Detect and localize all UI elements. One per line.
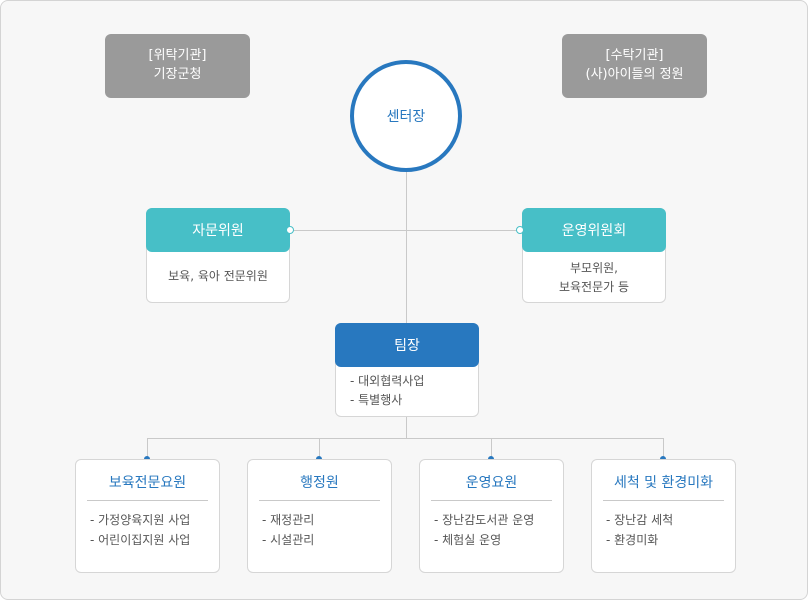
department-item: - 시설관리	[262, 533, 315, 547]
department-title: 세척 및 환경미화	[613, 475, 714, 491]
department-card-cleaning: 세척 및 환경미화 - 장난감 세척 - 환경미화	[591, 459, 736, 573]
department-card-operations: 운영요원 - 장난감도서관 운영 - 체험실 운영	[419, 459, 564, 573]
connector-dept-2	[319, 438, 320, 460]
team-leader-item: - 대외협력사업	[350, 374, 425, 388]
team-leader-header: 팀장	[335, 323, 479, 367]
department-item: - 가정양육지원 사업	[90, 513, 191, 527]
operating-connector-dot	[516, 226, 524, 234]
connector-main-vertical	[406, 170, 407, 438]
team-leader-title: 팀장	[394, 338, 420, 354]
department-item: - 장난감 세척	[606, 513, 674, 527]
advisory-body-line: 보육, 육아 전문위원	[168, 269, 268, 283]
department-item: - 재정관리	[262, 513, 315, 527]
center-head-node: 센터장	[350, 60, 462, 172]
connector-dept-1	[147, 438, 148, 460]
center-head-label: 센터장	[386, 109, 426, 125]
department-items: - 장난감 세척 - 환경미화	[606, 510, 673, 550]
department-divider	[259, 500, 380, 501]
operating-title: 운영위원회	[561, 223, 627, 239]
team-leader-items: - 대외협력사업 - 특별행사	[350, 372, 424, 410]
entrusting-org-box: [위탁기관] 기장군청	[105, 34, 250, 98]
department-item: - 장난감도서관 운영	[434, 513, 535, 527]
department-divider	[603, 500, 724, 501]
trustee-org-label: [수탁기관]	[605, 48, 664, 63]
trustee-org-name: (사)아이들의 정원	[585, 67, 684, 82]
department-card-administration: 행정원 - 재정관리 - 시설관리	[247, 459, 392, 573]
advisory-title: 자문위원	[192, 223, 244, 239]
department-divider	[431, 500, 552, 501]
advisory-connector-dot	[286, 226, 294, 234]
connector-departments-horizontal	[147, 438, 664, 439]
department-title: 보육전문요원	[108, 475, 187, 491]
department-items: - 장난감도서관 운영 - 체험실 운영	[434, 510, 534, 550]
department-divider	[87, 500, 208, 501]
department-card-childcare-specialist: 보육전문요원 - 가정양육지원 사업 - 어린이집지원 사업	[75, 459, 220, 573]
entrusting-org-label: [위탁기관]	[148, 48, 207, 63]
connector-committee-horizontal	[290, 230, 520, 231]
operating-body-line-2: 보육전문가 등	[558, 280, 630, 294]
trustee-org-box: [수탁기관] (사)아이들의 정원	[562, 34, 707, 98]
entrusting-org-name: 기장군청	[153, 67, 202, 82]
department-items: - 가정양육지원 사업 - 어린이집지원 사업	[90, 510, 190, 550]
department-items: - 재정관리 - 시설관리	[262, 510, 314, 550]
connector-dept-4	[663, 438, 664, 460]
advisory-body: 보육, 육아 전문위원	[147, 267, 289, 286]
department-title: 운영요원	[465, 475, 518, 491]
operating-body: 부모위원, 보육전문가 등	[523, 259, 665, 297]
department-item: - 체험실 운영	[434, 533, 502, 547]
operating-committee-header: 운영위원회	[522, 208, 666, 252]
department-item: - 어린이집지원 사업	[90, 533, 191, 547]
advisory-committee-header: 자문위원	[146, 208, 290, 252]
operating-body-line-1: 부모위원,	[570, 261, 618, 275]
department-item: - 환경미화	[606, 533, 659, 547]
team-leader-item: - 특별행사	[350, 393, 403, 407]
connector-dept-3	[491, 438, 492, 460]
department-title: 행정원	[300, 475, 339, 491]
